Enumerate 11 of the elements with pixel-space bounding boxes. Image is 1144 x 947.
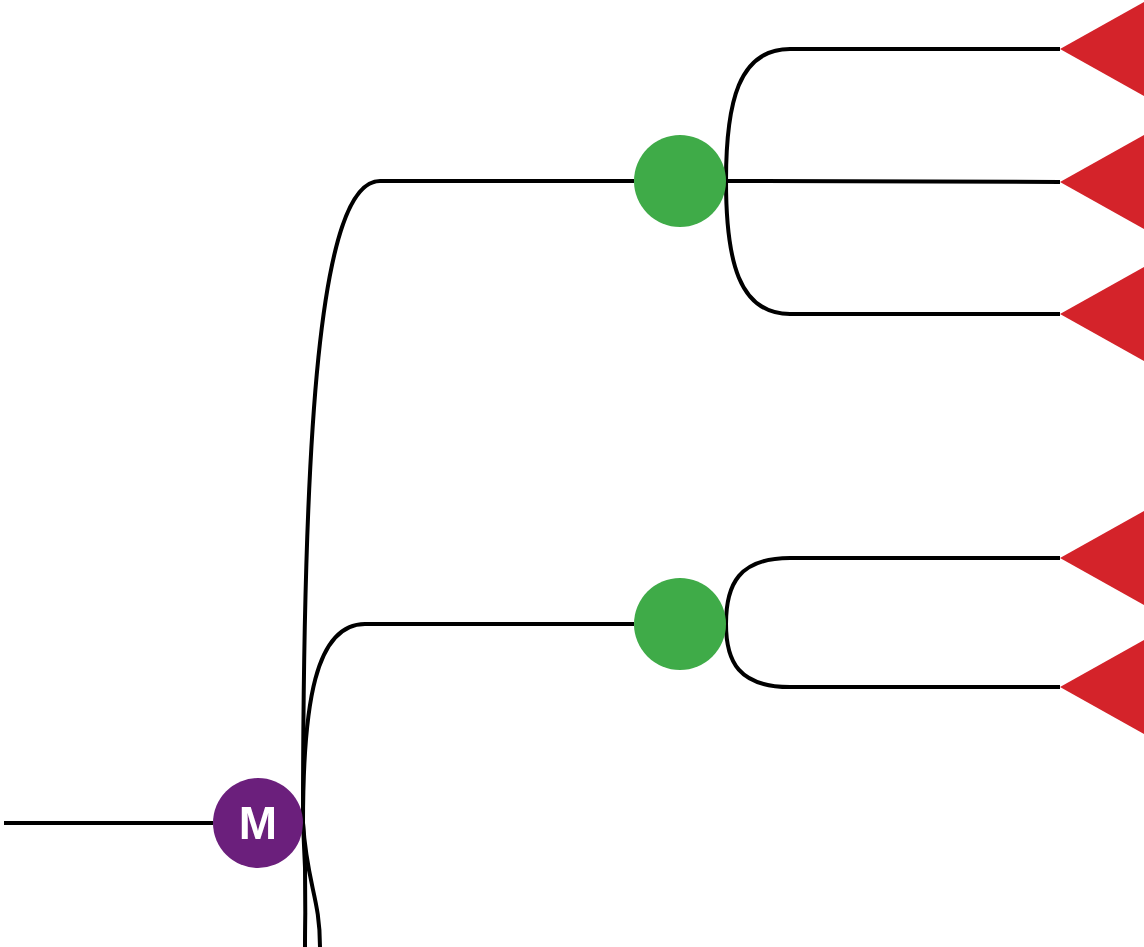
branch-line	[724, 47, 1060, 182]
branch-line	[724, 623, 1060, 689]
triangle-marker	[1060, 640, 1144, 734]
triangle-marker	[1060, 511, 1144, 605]
triangle-marker	[1060, 267, 1144, 361]
branch-line	[726, 179, 1060, 184]
triangle-marker	[1060, 2, 1144, 96]
triangle-marker	[1060, 135, 1144, 229]
branch-line	[724, 180, 1060, 316]
branch-line	[4, 821, 213, 825]
branch-line	[724, 556, 1060, 625]
